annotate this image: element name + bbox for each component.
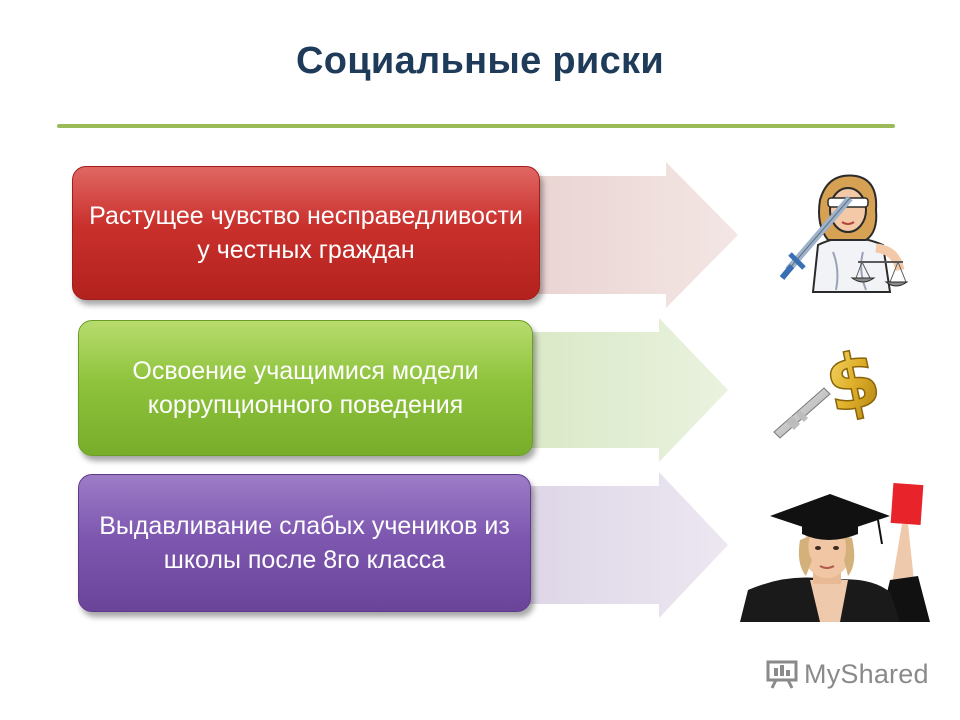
arrow-2	[515, 318, 728, 462]
risk-box-weak-students: Выдавливание слабых учеников из школы по…	[78, 474, 531, 612]
dollar-key-icon: $	[773, 340, 889, 439]
watermark: MyShared	[766, 656, 929, 692]
risk-box-corruption-model: Освоение учащимися модели коррупционного…	[78, 320, 533, 456]
risk-text: Выдавливание слабых учеников из школы по…	[99, 512, 510, 574]
title-divider	[57, 124, 895, 128]
risk-box-injustice: Растущее чувство несправедливости у чест…	[72, 166, 540, 300]
risk-text: Освоение учащимися модели коррупционного…	[132, 357, 479, 419]
arrow-1	[520, 162, 738, 308]
svg-text:$: $	[818, 340, 888, 431]
lady-justice-icon	[779, 174, 908, 293]
slide-title: Социальные риски	[296, 40, 664, 82]
risk-text: Растущее чувство несправедливости у чест…	[89, 202, 523, 264]
graduate-red-card-icon	[740, 480, 932, 622]
arrow-3	[515, 472, 728, 618]
presentation-icon	[766, 660, 798, 689]
watermark-brand: MyShared	[804, 658, 929, 689]
